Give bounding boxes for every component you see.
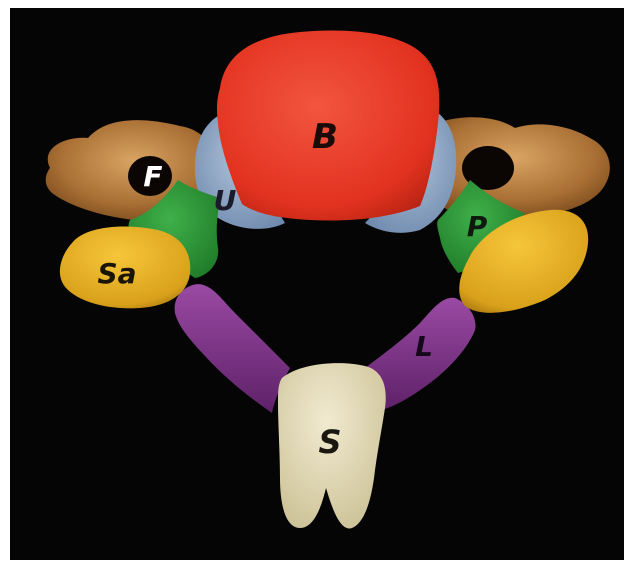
diagram-frame: B U F P Sa L S bbox=[10, 8, 624, 560]
label-spinous: S bbox=[318, 423, 341, 461]
vertebra-illustration: B U F P Sa L S bbox=[10, 8, 624, 560]
label-uncinate: U bbox=[214, 184, 237, 217]
left-lamina bbox=[175, 284, 290, 413]
label-pedicle: P bbox=[467, 210, 488, 243]
label-body: B bbox=[312, 117, 338, 157]
label-foramen: F bbox=[143, 160, 162, 193]
label-lamina: L bbox=[415, 330, 433, 363]
label-superior-articular: Sa bbox=[97, 257, 136, 290]
